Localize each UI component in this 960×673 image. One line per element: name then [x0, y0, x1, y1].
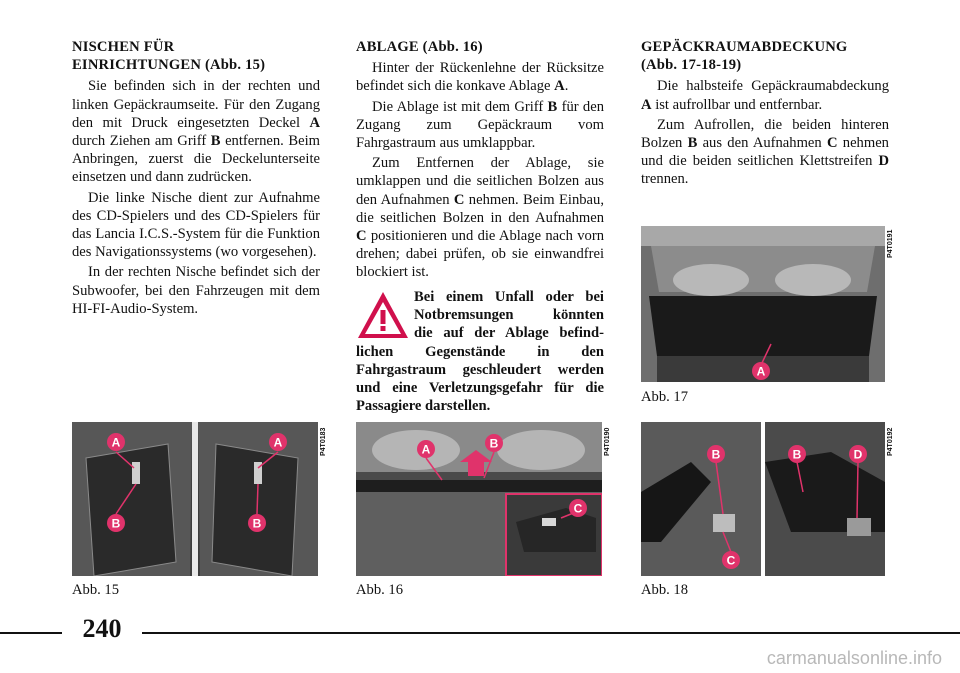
- page-number: 240: [82, 614, 122, 643]
- trunk-niches-illustration: A A B B: [72, 422, 318, 576]
- label-d: D: [854, 448, 863, 462]
- caption-abb-18: Abb. 18: [641, 582, 689, 598]
- watermark[interactable]: carmanualsonline.info: [766, 648, 942, 668]
- caption-abb-15: Abb. 15: [72, 582, 120, 598]
- figure-code: P4T0191: [887, 229, 894, 258]
- warning-text: lichen Gegenstände in den Fahrgastraum g…: [356, 343, 604, 415]
- paragraph: Die Ablage ist mit dem Griff B für den Z…: [356, 98, 604, 152]
- label-c: C: [574, 502, 583, 516]
- heading-gepaeckraumabdeckung: GEPÄCKRAUMABDECKUNG (Abb. 17-18-19): [641, 39, 848, 74]
- label-b: B: [253, 517, 262, 531]
- label-a: A: [274, 436, 283, 450]
- warning-line: Notbremsungen könnten: [414, 307, 604, 324]
- warning-triangle-icon: [358, 292, 408, 338]
- heading-nischen: NISCHEN FÜR EINRICHTUNGEN (Abb. 15): [72, 39, 266, 74]
- footer-rule-right: [142, 632, 960, 634]
- paragraph: Zum Entfernen der Ablage, sie umklappen …: [356, 155, 604, 281]
- figure-code: P4T0190: [604, 427, 611, 456]
- paragraph: Die halbsteife Gepäckraumabdeckung A ist…: [641, 78, 889, 113]
- column-nischen: NISCHEN FÜR EINRICHTUNGEN (Abb. 15) Sie …: [72, 38, 320, 318]
- warning-line: die auf der Ablage befind-: [414, 325, 604, 342]
- paragraph: Zum Aufrollen, die beiden hinteren Bolze…: [641, 116, 889, 188]
- figure-code: P4T0183: [320, 427, 327, 456]
- paragraph: Die linke Nische dient zur Aufnahme des …: [72, 189, 320, 261]
- footer-rule-left: [0, 632, 62, 634]
- label-b: B: [490, 437, 499, 451]
- paragraph: In der rechten Nische befindet sich der …: [72, 264, 320, 317]
- figure-abb-15: A A B B: [72, 422, 318, 576]
- warning-line: Bei einem Unfall oder bei: [414, 289, 604, 305]
- figure-code: P4T0192: [887, 427, 894, 456]
- label-a: A: [757, 365, 766, 379]
- paragraph: Hinter der Rückenlehne der Rücksitze bef…: [356, 60, 604, 95]
- label-c: C: [727, 554, 736, 568]
- label-b: B: [112, 517, 121, 531]
- luggage-cover-illustration: A: [641, 226, 885, 382]
- figure-abb-16: A B C: [356, 422, 602, 576]
- column-gepaeckraumabdeckung: GEPÄCKRAUMABDECKUNG (Abb. 17-18-19) Die …: [641, 38, 889, 189]
- label-a: A: [112, 436, 121, 450]
- label-b: B: [712, 448, 721, 462]
- heading-ablage: ABLAGE (Abb. 16): [356, 39, 483, 55]
- cover-bolts-illustration: B C B D: [641, 422, 885, 576]
- figure-abb-18: B C B D: [641, 422, 885, 576]
- caption-abb-16: Abb. 16: [356, 582, 404, 598]
- label-b: B: [793, 448, 802, 462]
- figure-abb-17: A: [641, 226, 885, 382]
- warning-note: Bei einem Unfall oder bei Notbremsungen …: [356, 288, 604, 415]
- column-ablage: ABLAGE (Abb. 16) Hinter der Rückenlehne …: [356, 38, 604, 282]
- shelf-illustration: A B C: [356, 422, 602, 576]
- caption-abb-17: Abb. 17: [641, 389, 689, 405]
- label-a: A: [422, 443, 431, 457]
- paragraph: Sie befinden sich in der rechten und lin…: [72, 78, 320, 186]
